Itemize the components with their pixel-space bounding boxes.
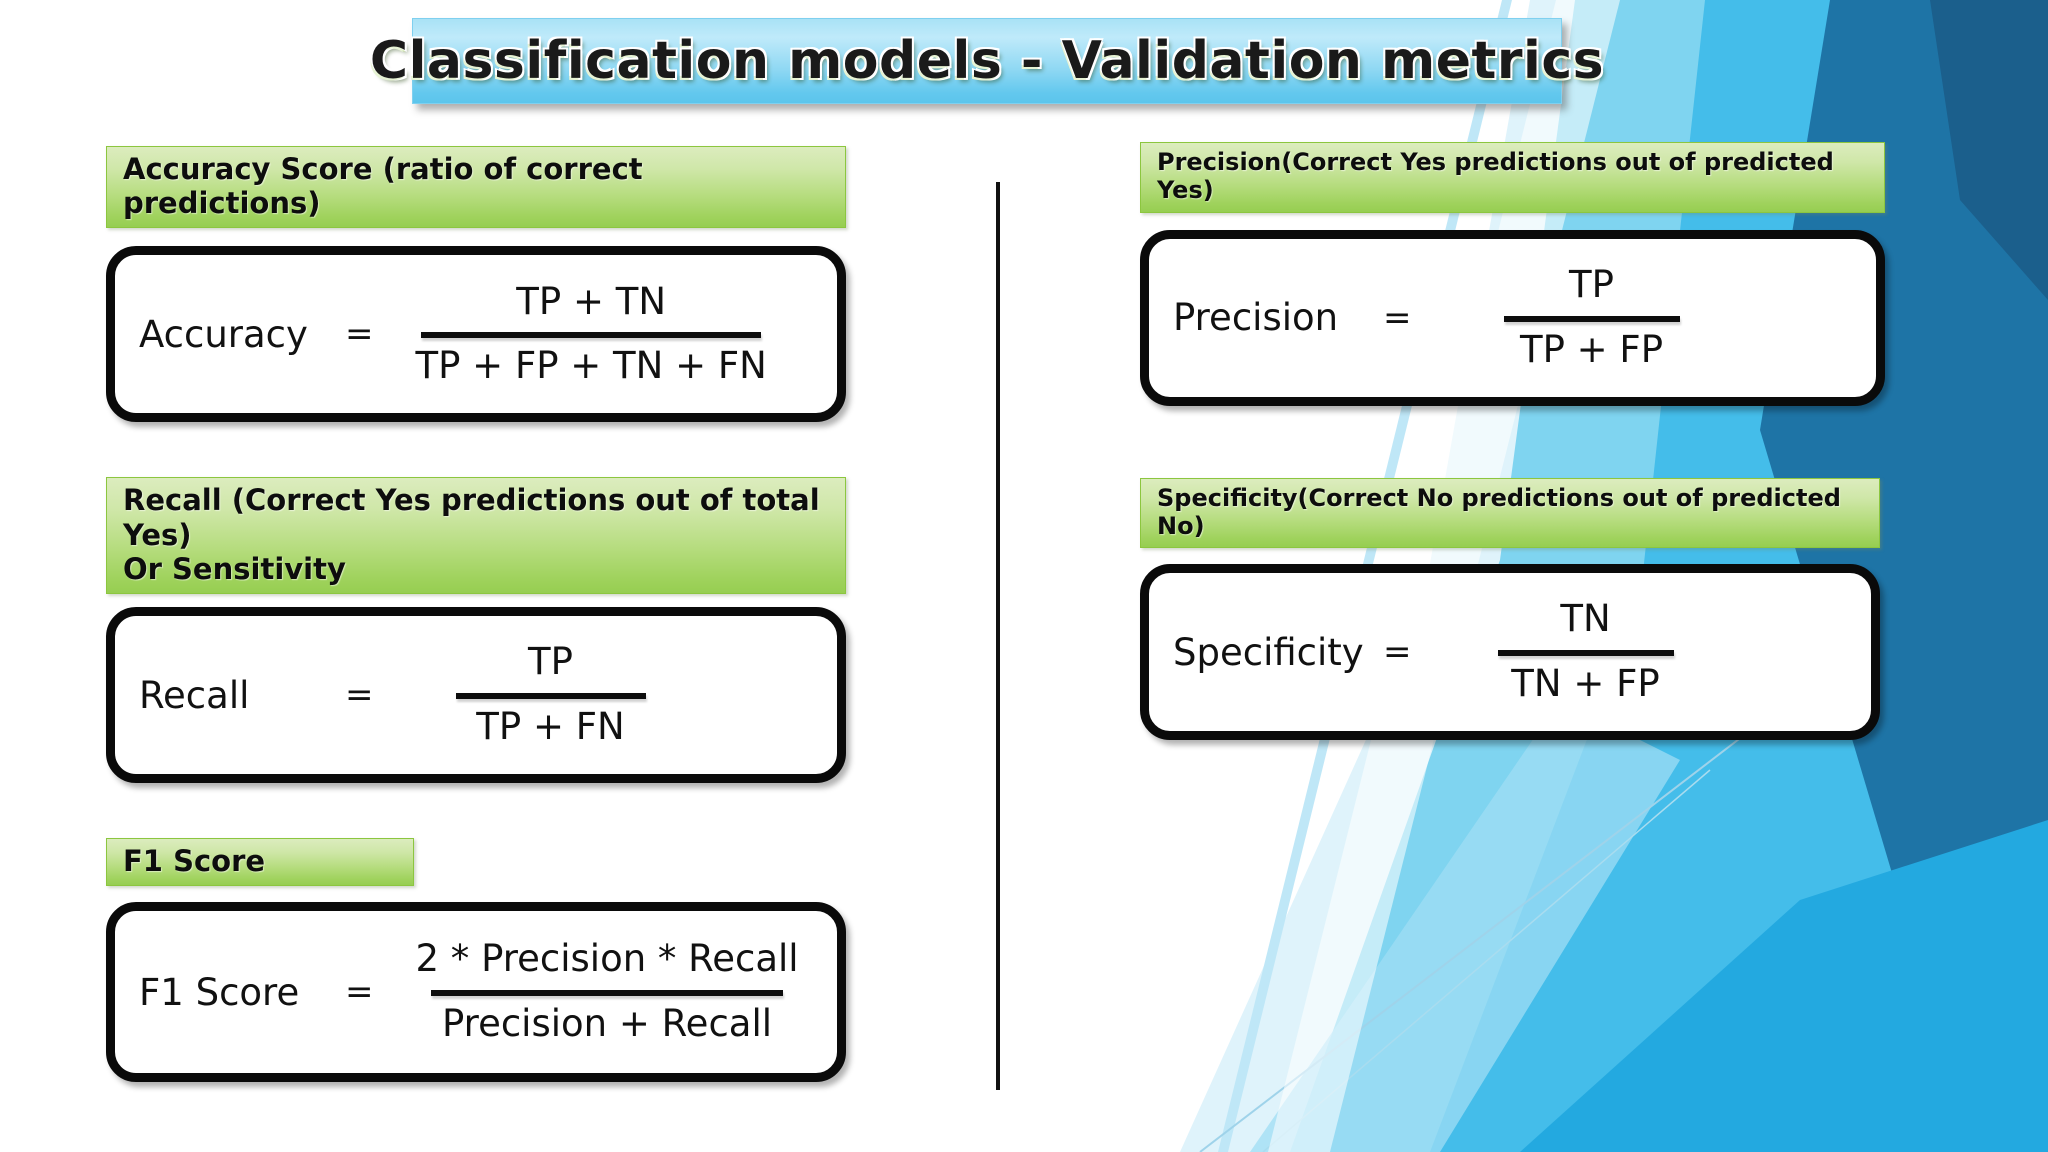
bg-hairline-diagonal-2: [1262, 769, 1711, 1152]
formula-name-precision: Precision: [1173, 296, 1339, 340]
formula-card-recall: Recall = TP TP + FN: [106, 607, 846, 784]
page-title: Classification models - Validation metri…: [369, 31, 1605, 91]
fraction-bar-accuracy: [421, 332, 762, 339]
equals-sign-f1: =: [345, 972, 374, 1013]
fraction-specificity: TN TN + FP: [1497, 597, 1674, 706]
formula-name-specificity: Specificity: [1173, 630, 1364, 674]
bg-shape-navy-corner: [1930, 0, 2048, 300]
numerator-specificity: TN: [1560, 597, 1611, 641]
denominator-f1: Precision + Recall: [442, 1002, 773, 1046]
formula-name-f1: F1 Score: [139, 970, 300, 1014]
equals-sign-precision: =: [1383, 297, 1412, 338]
formula-card-specificity: Specificity = TN TN + FP: [1140, 564, 1880, 741]
denominator-specificity: TN + FP: [1511, 662, 1660, 706]
formula-name-accuracy: Accuracy: [139, 312, 308, 356]
section-label-precision: Precision(Correct Yes predictions out of…: [1140, 142, 1885, 213]
numerator-f1: 2 * Precision * Recall: [415, 937, 799, 981]
denominator-precision: TP + FP: [1519, 327, 1664, 371]
fraction-precision: TP TP + FP: [1503, 262, 1680, 372]
denominator-recall: TP + FN: [476, 705, 625, 749]
section-label-recall: Recall (Correct Yes predictions out of t…: [106, 477, 846, 595]
spacer: [1140, 406, 1885, 478]
numerator-precision: TP: [1569, 262, 1614, 306]
right-column: Precision(Correct Yes predictions out of…: [1140, 142, 1885, 741]
fraction-bar-specificity: [1497, 650, 1674, 657]
section-label-recall-line2: Or Sensitivity: [123, 551, 346, 586]
fraction-bar-recall: [455, 693, 646, 700]
numerator-accuracy: TP + TN: [516, 279, 667, 323]
fraction-bar-precision: [1503, 315, 1680, 322]
spacer: [106, 783, 866, 838]
formula-card-accuracy: Accuracy = TP + TN TP + FP + TN + FN: [106, 246, 846, 423]
formula-name-recall: Recall: [139, 673, 250, 717]
equals-sign-specificity: =: [1383, 632, 1412, 673]
column-divider: [996, 182, 1000, 1090]
left-column: Accuracy Score (ratio of correct predict…: [106, 146, 866, 1083]
formula-card-f1: F1 Score = 2 * Precision * Recall Precis…: [106, 902, 846, 1083]
fraction-recall: TP TP + FN: [455, 640, 646, 749]
section-label-specificity: Specificity(Correct No predictions out o…: [1140, 477, 1880, 549]
fraction-accuracy: TP + TN TP + FP + TN + FN: [406, 281, 777, 389]
denominator-accuracy: TP + FP + TN + FN: [415, 344, 767, 388]
section-label-accuracy: Accuracy Score (ratio of correct predict…: [106, 146, 846, 229]
formula-card-precision: Precision = TP TP + FP: [1140, 229, 1885, 406]
spacer: [106, 422, 866, 477]
section-label-f1: F1 Score: [106, 838, 414, 887]
fraction-f1: 2 * Precision * Recall Precision + Recal…: [406, 938, 809, 1046]
fraction-bar-f1: [431, 990, 784, 997]
numerator-recall: TP: [528, 640, 573, 684]
equals-sign-recall: =: [345, 675, 374, 716]
slide-title-banner: Classification models - Validation metri…: [370, 18, 1604, 104]
bg-hairline-diagonal: [1199, 699, 1791, 1152]
equals-sign-accuracy: =: [345, 314, 374, 355]
bg-shape-light-bottom: [1250, 700, 1680, 1152]
section-label-recall-line1: Recall (Correct Yes predictions out of t…: [123, 483, 820, 552]
bg-shape-blue-bottom: [1520, 820, 2048, 1152]
